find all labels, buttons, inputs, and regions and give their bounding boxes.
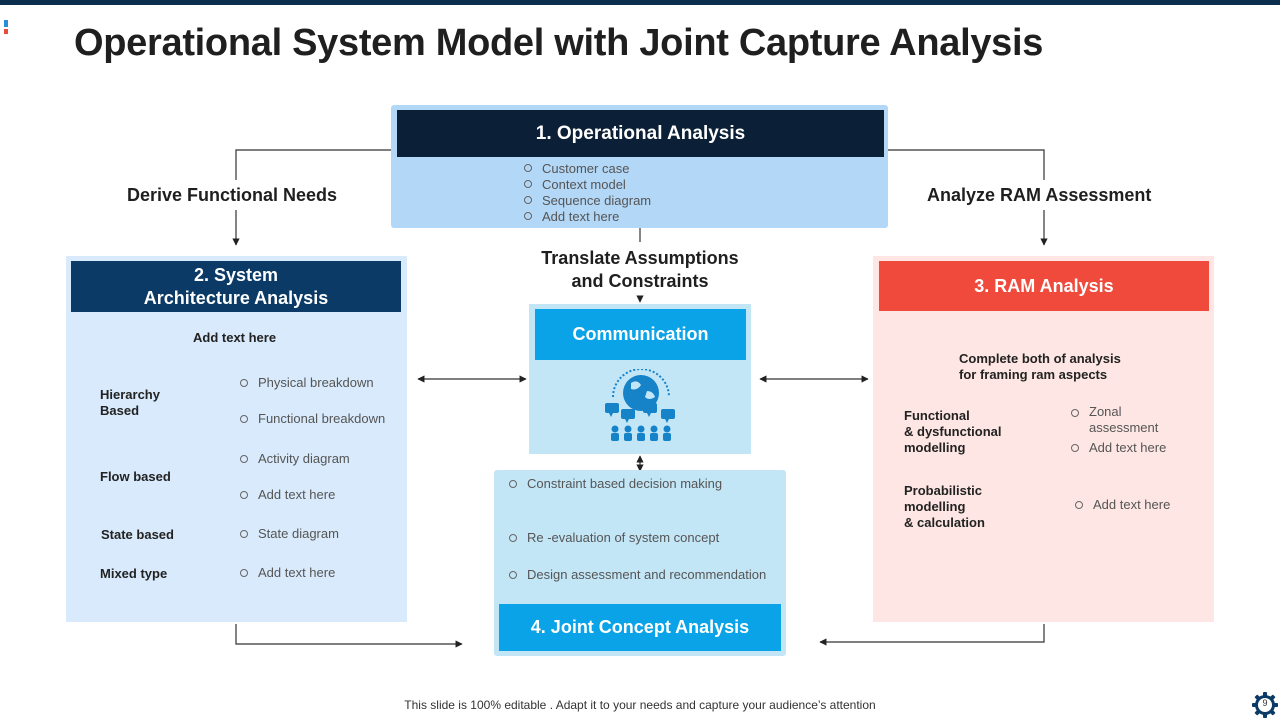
state-based-label: State based <box>101 527 174 542</box>
bullet-icon <box>524 164 532 172</box>
bullet-icon <box>1071 409 1079 417</box>
system-subtitle: Add text here <box>193 330 277 345</box>
list-item: Design assessment and recommendation <box>509 567 766 582</box>
list-item: Context model <box>524 176 651 192</box>
operational-analysis-header: 1. Operational Analysis <box>397 110 884 157</box>
derive-functional-needs-label: Derive Functional Needs <box>127 185 338 205</box>
joint-concept-header: 4. Joint Concept Analysis <box>499 604 781 651</box>
accent-mark-red <box>4 29 8 34</box>
list-item: Physical breakdown <box>240 375 374 390</box>
list-item: Constraint based decision making <box>509 476 722 491</box>
list-item: Add text here <box>1075 497 1170 512</box>
functional-modelling-label: Functional & dysfunctional modelling <box>904 408 1002 455</box>
bullet-icon <box>524 212 532 220</box>
flow-based-label: Flow based <box>100 469 171 484</box>
bullet-icon <box>1075 500 1083 509</box>
list-item: Customer case <box>524 160 651 176</box>
system-architecture-header: 2. System Architecture Analysis <box>71 261 401 312</box>
top-bar <box>0 0 1280 5</box>
page-title: Operational System Model with Joint Capt… <box>74 22 1044 64</box>
list-item: Activity diagram <box>240 451 350 466</box>
operational-analysis-list: Customer case Context model Sequence dia… <box>524 160 651 224</box>
list-item: Add text here <box>240 487 335 502</box>
bullet-icon <box>509 533 517 542</box>
list-item: Sequence diagram <box>524 192 651 208</box>
list-item: Add text here <box>524 208 651 224</box>
bullet-icon <box>240 490 248 499</box>
ram-analysis-header: 3. RAM Analysis <box>879 261 1209 311</box>
list-item: Add text here <box>240 565 335 580</box>
system-architecture-box <box>66 256 407 622</box>
bullet-icon <box>1071 443 1079 452</box>
global-communication-icon <box>605 369 675 441</box>
translate-assumptions-label: Translate Assumptions and Constraints <box>541 248 739 291</box>
bullet-icon <box>240 454 248 463</box>
bullet-icon <box>509 479 517 488</box>
page-number: 9 <box>1262 698 1268 708</box>
bullet-icon <box>240 414 248 423</box>
accent-mark-blue <box>4 20 8 27</box>
ram-subtitle: Complete both of analysis for framing ra… <box>959 351 1121 382</box>
bullet-icon <box>524 196 532 204</box>
probabilistic-modelling-label: Probabilistic modelling & calculation <box>904 483 985 530</box>
bullet-icon <box>240 568 248 577</box>
mixed-type-label: Mixed type <box>100 566 168 581</box>
bullet-icon <box>509 570 517 579</box>
list-item: Add text here <box>1071 440 1166 455</box>
gear-icon <box>1252 692 1278 718</box>
footer-note: This slide is 100% editable . Adapt it t… <box>404 698 876 712</box>
list-item: State diagram <box>240 526 339 541</box>
bullet-icon <box>524 180 532 188</box>
bullet-icon <box>240 378 248 387</box>
bullet-icon <box>240 529 248 538</box>
ram-analysis-box <box>873 256 1214 622</box>
page-number-badge: 9 <box>1251 691 1279 719</box>
list-item: Functional breakdown <box>240 411 385 426</box>
communication-header: Communication <box>535 309 746 360</box>
list-item: Re -evaluation of system concept <box>509 530 719 545</box>
analyze-ram-assessment-label: Analyze RAM Assessment <box>927 185 1152 205</box>
hierarchy-based-label: Hierarchy Based <box>100 387 160 418</box>
